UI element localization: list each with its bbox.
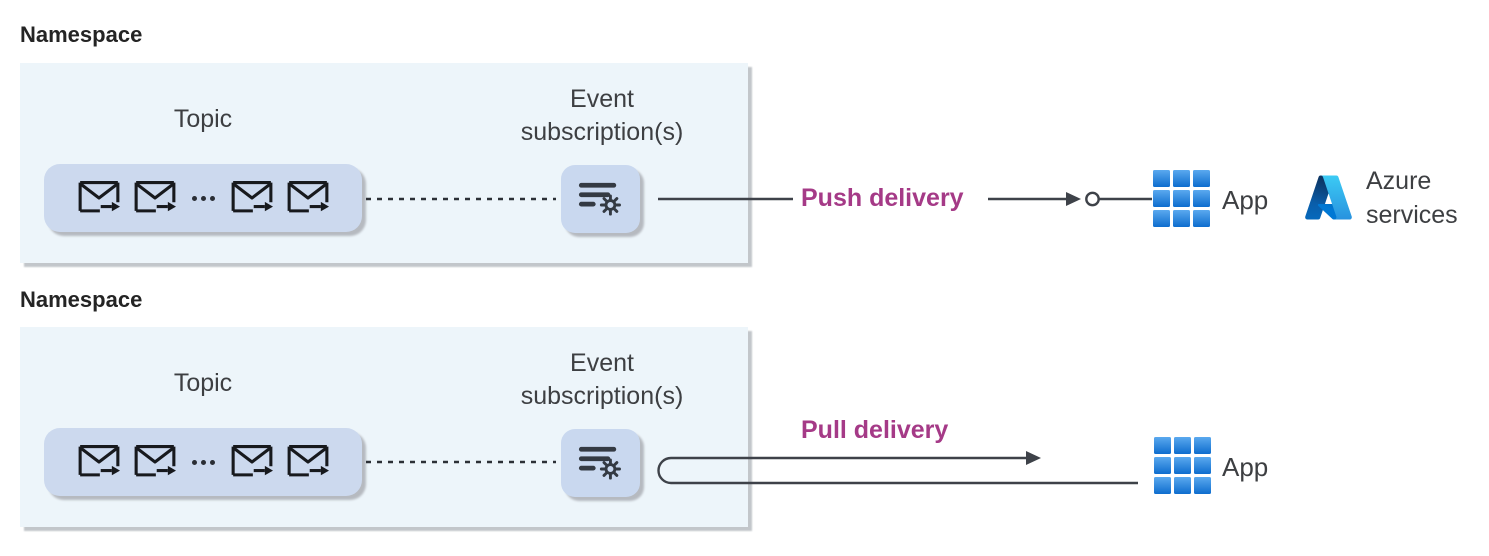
topic-label: Topic: [173, 369, 233, 397]
filter-gear-icon: [572, 439, 630, 487]
topic-pill: [44, 428, 362, 496]
azure-logo-icon: [1303, 171, 1354, 224]
app-label: App: [1222, 452, 1269, 482]
event-subscription-label: Event subscription(s): [520, 85, 684, 146]
envelope-arrow-icon: [77, 180, 121, 216]
pull-delivery-label: Pull delivery: [801, 416, 949, 444]
ellipsis-dots-icon: [191, 195, 215, 201]
filter-gear-icon: [572, 175, 630, 223]
event-subscription-box: [561, 165, 640, 233]
app-label: App: [1222, 185, 1269, 215]
ellipsis-dots-icon: [191, 459, 215, 465]
namespace-box: Topic Event subscription(s): [20, 63, 748, 263]
topic-pill: [44, 164, 362, 232]
event-subscription-label: Event subscription(s): [520, 349, 684, 410]
event-subscription-box: [561, 429, 640, 497]
envelope-arrow-icon: [230, 180, 274, 216]
push-arrowhead: [1066, 192, 1081, 206]
envelope-arrow-icon: [77, 444, 121, 480]
app-grid-icon: [1154, 437, 1211, 494]
envelope-arrow-icon: [133, 444, 177, 480]
app-grid-icon: [1153, 170, 1210, 227]
envelope-arrow-icon: [286, 180, 330, 216]
namespace-box: Topic Event subscription(s): [20, 327, 748, 527]
pull-arrowhead: [1026, 451, 1041, 465]
envelope-arrow-icon: [286, 444, 330, 480]
push-endpoint-circle: [1085, 191, 1100, 207]
topic-label: Topic: [173, 105, 233, 133]
azure-services-label: Azure services: [1366, 167, 1458, 229]
namespace-label: Namespace: [20, 287, 143, 312]
envelope-arrow-icon: [230, 444, 274, 480]
push-delivery-label: Push delivery: [801, 184, 964, 212]
namespace-label: Namespace: [20, 22, 143, 47]
envelope-arrow-icon: [133, 180, 177, 216]
